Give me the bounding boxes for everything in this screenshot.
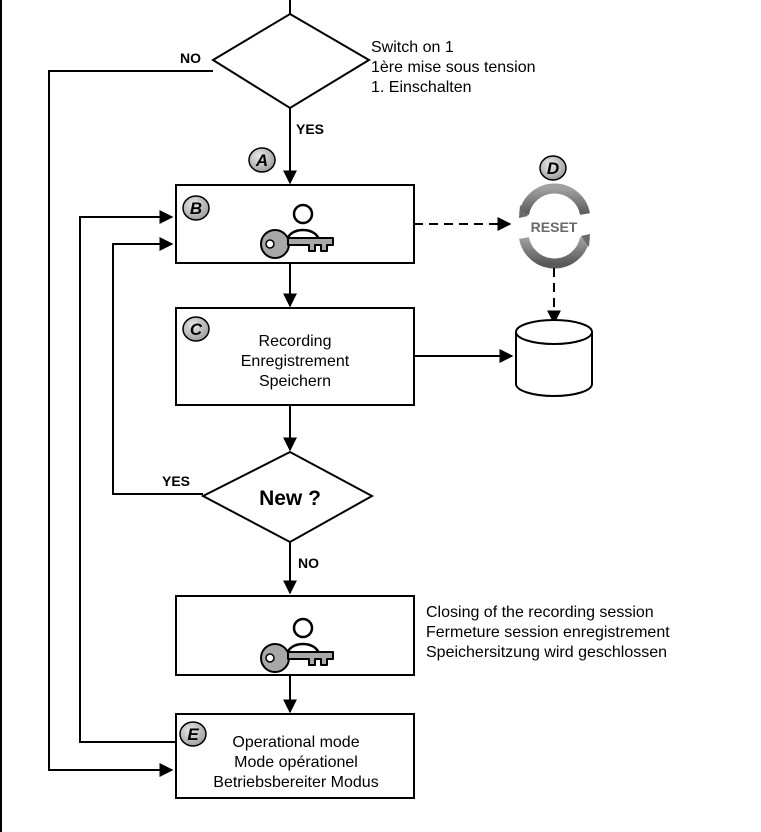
closing-note-line-2: Fermeture session enregistrement — [426, 624, 670, 641]
operational-line-1: Operational mode — [232, 734, 359, 751]
closing-note-line-1: Closing of the recording session — [426, 604, 654, 621]
svg-text:D: D — [547, 159, 559, 178]
reset-icon: RESET — [519, 183, 590, 269]
decision-2-yes-label: YES — [162, 473, 190, 489]
connector-no-to-operational — [48, 70, 213, 777]
operational-box — [175, 713, 415, 799]
svg-text:E: E — [187, 725, 199, 744]
connector-operational-loop-to-key-box — [79, 210, 176, 743]
operational-line-2: Mode opérationel — [234, 754, 358, 771]
decision-switch-on-diamond — [211, 12, 371, 110]
decision-1-no-label: NO — [180, 50, 201, 66]
decision-1-yes-label: YES — [296, 121, 324, 137]
closing-note-line-3: Speichersitzung wird geschlossen — [426, 644, 667, 661]
decision-2-no-label: NO — [298, 555, 319, 571]
badge-a: A — [248, 147, 276, 173]
switch-on-note-line-2: 1ère mise sous tension — [371, 59, 536, 76]
switch-on-note-line-3: 1. Einschalten — [371, 79, 472, 96]
reset-label: RESET — [531, 219, 578, 235]
closing-box — [175, 595, 415, 676]
badge-d: D — [539, 155, 567, 181]
key-box — [175, 184, 415, 264]
recording-line-2: Enregistrement — [241, 353, 350, 370]
recording-line-1: Recording — [259, 333, 332, 350]
svg-text:C: C — [190, 320, 203, 339]
recording-line-3: Speichern — [259, 373, 331, 390]
svg-text:B: B — [190, 199, 202, 218]
operational-line-3: Betriebsbereiter Modus — [213, 774, 378, 791]
storage-cylinder-icon — [515, 319, 593, 397]
connector-yes-loop-to-key-box — [112, 237, 203, 495]
decision-new-label: New ? — [259, 487, 321, 510]
switch-on-note-line-1: Switch on 1 — [371, 39, 454, 56]
recording-box — [175, 307, 415, 406]
badge-b: B — [182, 195, 210, 221]
badge-e: E — [179, 721, 207, 747]
badge-c: C — [182, 316, 210, 342]
svg-text:A: A — [255, 151, 268, 170]
